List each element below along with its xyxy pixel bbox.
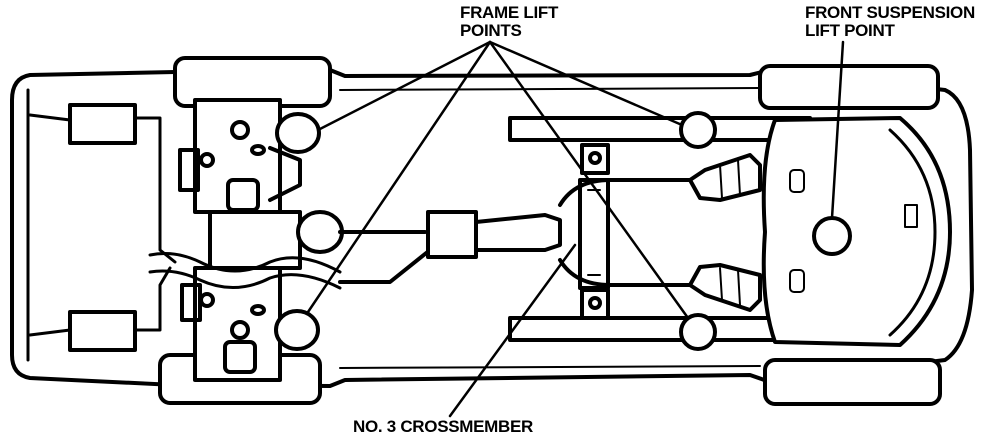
upper-muffler: [70, 105, 135, 143]
frame-lift-point-rear-left: [277, 114, 319, 152]
wheels: [160, 58, 940, 404]
leader-lines: [308, 42, 843, 416]
front-suspension-lift-point-label: FRONT SUSPENSION LIFT POINT: [805, 4, 975, 40]
front-suspension-lift-point: [814, 218, 850, 254]
frame-lift-point-rear-right: [276, 311, 318, 349]
frame-lift-label-line-2: POINTS: [460, 21, 522, 40]
no3-crossmember: [560, 145, 690, 318]
frame-lift-point-front-left: [681, 113, 715, 147]
front-suspension-label-line-2: LIFT POINT: [805, 21, 895, 40]
front-right-wheel: [765, 360, 940, 404]
lift-point-markers: [276, 113, 850, 349]
frame-lift-points-label: FRAME LIFT POINTS: [460, 4, 558, 40]
rear-exhaust: [30, 105, 175, 350]
front-suspension-label-line-1: FRONT SUSPENSION: [805, 3, 975, 22]
front-left-wheel: [760, 66, 938, 108]
catalytic-converter: [428, 212, 476, 257]
rear-axle: [150, 100, 342, 380]
crossmember-label: NO. 3 CROSSMEMBER: [353, 417, 534, 436]
engine-area: [690, 118, 950, 345]
frame-lift-point-front-right: [681, 315, 715, 349]
driveshaft: [340, 212, 560, 282]
differential: [298, 212, 342, 252]
body-outline: [12, 70, 972, 386]
lower-muffler: [70, 312, 135, 350]
frame-lift-label-line-1: FRAME LIFT: [460, 3, 559, 22]
